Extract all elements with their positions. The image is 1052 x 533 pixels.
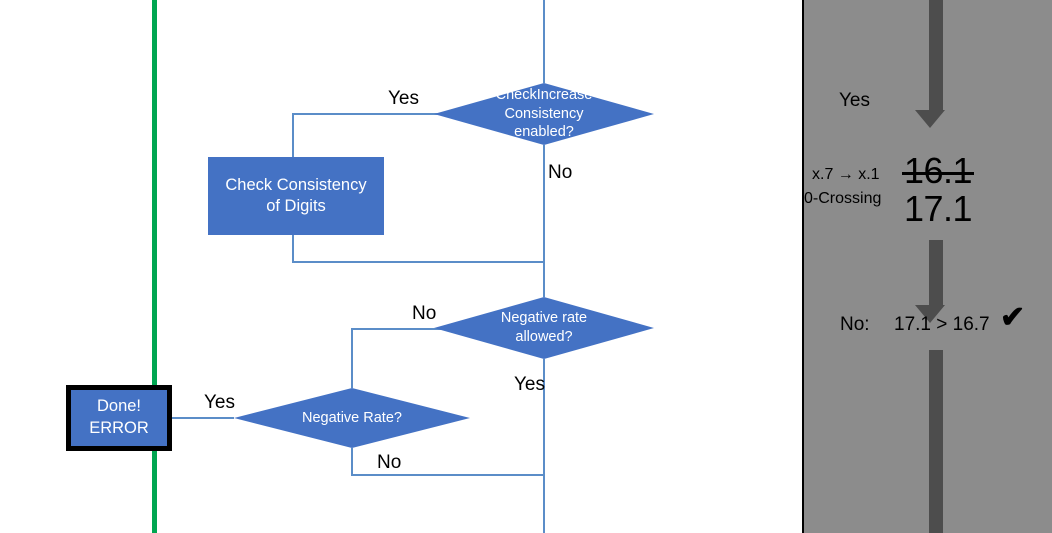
- connector-negrate-no-to-spine: [351, 474, 545, 476]
- connector-negrate-no-down: [351, 448, 353, 476]
- panel-no-label: No:: [840, 314, 870, 335]
- panel-arrow-mid-head: [915, 305, 945, 323]
- connector-checkincrease-yes-horizontal: [292, 113, 452, 115]
- panel-value-struck: 16.1: [904, 150, 973, 192]
- edge-label-checkincrease-no: No: [548, 162, 573, 183]
- edge-label-negrate-allowed-no: No: [412, 303, 437, 324]
- connector-bottom-spine: [543, 474, 545, 533]
- terminator-done-error-line1: Done!: [96, 397, 142, 416]
- connector-negrate-yes-to-error: [172, 417, 234, 419]
- panel-arrow-top-head: [915, 110, 945, 128]
- process-check-consistency-line2: of Digits: [266, 197, 326, 215]
- panel-arrow-top-shaft: [929, 0, 943, 110]
- edge-label-negrate-allowed-yes: Yes: [514, 374, 545, 395]
- panel-value-current: 17.1: [904, 188, 973, 229]
- connector-negrate-allowed-no-horizontal: [351, 328, 452, 330]
- edge-label-negrate-no: No: [377, 452, 402, 473]
- panel-arrow-mid-shaft: [929, 240, 943, 305]
- edge-label-negrate-yes: Yes: [204, 392, 235, 413]
- connector-top-spine: [543, 0, 545, 83]
- decision-check-increase-consistency[interactable]: CheckIncrease Consistency enabled?: [434, 83, 654, 145]
- edge-label-checkincrease-yes: Yes: [388, 88, 419, 109]
- panel-comparison: 17.1 > 16.7: [894, 314, 990, 335]
- panel-annotation-line2: 0-Crossing: [804, 190, 882, 207]
- terminator-done-error-line2: ERROR: [89, 419, 149, 437]
- panel-annotation-line1: x.7 → x.1: [812, 166, 880, 183]
- panel-arrow-bottom-shaft: [929, 350, 943, 533]
- decision-negative-rate-allowed[interactable]: Negative rate allowed?: [434, 297, 654, 359]
- panel-value-struck-text: 16.1: [904, 150, 973, 191]
- connector-negrate-allowed-no-down: [351, 328, 353, 388]
- process-check-consistency-of-digits[interactable]: Check Consistency of Digits: [208, 157, 384, 235]
- annotation-panel: Yes x.7 → x.1 0-Crossing 16.1 17.1 No: 1…: [802, 0, 1052, 533]
- connector-box-bottom-down: [292, 234, 294, 263]
- connector-checkincrease-no-down: [543, 145, 545, 297]
- connector-box-to-spine: [292, 261, 545, 263]
- green-divider-line: [152, 0, 157, 533]
- panel-yes-label: Yes: [839, 90, 870, 111]
- decision-negative-rate[interactable]: Negative Rate?: [234, 388, 470, 448]
- connector-checkincrease-yes-down: [292, 113, 294, 158]
- check-icon: ✔: [1000, 301, 1026, 334]
- process-check-consistency-line1: Check Consistency: [225, 175, 367, 194]
- terminator-done-error[interactable]: Done! ERROR: [66, 385, 172, 451]
- connector-negrate-allowed-yes-down: [543, 359, 545, 476]
